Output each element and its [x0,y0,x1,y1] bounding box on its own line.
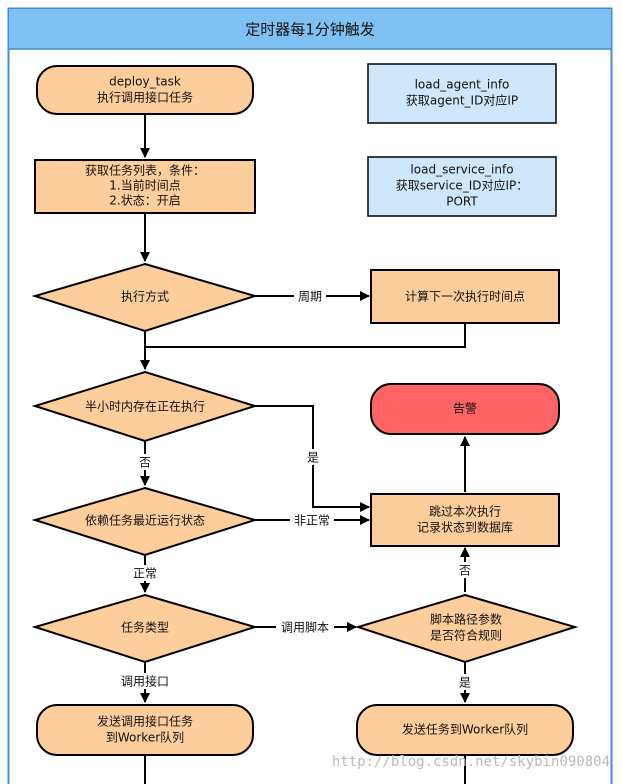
label-dependency-status: 依赖任务最近运行状态 [85,513,205,528]
diagram-title: 定时器每1分钟触发 [245,21,375,39]
node-label-line: 2.状态：开启 [109,194,180,208]
node-dependency-status [31,486,259,557]
node-label-line: 执行方式 [121,289,169,304]
label-calc-next-time: 计算下一次执行时间点 [405,289,525,304]
edge-label-call-script: 调用脚本 [281,620,329,635]
node-label-line: 跳过本次执行 [429,505,501,519]
node-label-line: 计算下一次执行时间点 [405,289,525,304]
node-send-to-worker [356,704,574,756]
label-send-api-task: 发送调用接口任务到Worker队列 [97,714,193,745]
node-skip-and-record [370,493,560,547]
node-label-line: 获取service_ID对应IP： [396,178,529,193]
node-half-hour-running [31,370,259,443]
edge-label-normal: 正常 [133,567,157,581]
edge-calc-return [145,323,466,348]
node-label-line: 发送调用接口任务 [97,714,193,729]
node-load-service-info [367,156,557,217]
label-task-type: 任务类型 [121,620,169,635]
node-label-line: 脚本路径参数 [430,612,502,627]
node-label-line: 记录状态到数据库 [417,520,513,535]
node-label-line: 执行调用接口任务 [97,90,193,105]
label-half-hour-running: 半小时内存在正在执行 [85,400,205,414]
node-label-line: deploy_task [109,75,181,89]
label-exec-mode: 执行方式 [121,289,169,304]
node-label-line: 任务类型 [121,620,169,635]
edge-label-call-api: 调用接口 [121,674,169,689]
swimlane-header [9,9,611,49]
edge-labels: 周期 是 否 非正常 正常 调用脚本 否 调用接口 是 [121,290,471,690]
edge-label-backgrounds [115,288,475,690]
node-label-line: PORT [446,195,478,209]
node-label-line: load_agent_info [415,78,510,92]
edge-label-yes-check: 是 [459,676,471,690]
watermark: http://blog.csdn.net/skybin090804 [332,754,610,770]
edge-label-abnormal: 非正常 [294,514,330,528]
node-label-line: load_service_info [410,163,513,177]
node-label-line: 告警 [453,401,477,416]
node-label-line: 发送任务到Worker队列 [402,722,528,737]
node-label-line: 1.当前时间点 [109,178,180,193]
node-label-line: 是否符合规则 [430,628,502,643]
label-send-to-worker: 发送任务到Worker队列 [402,722,528,737]
node-exec-mode [31,262,259,333]
label-alarm: 告警 [453,401,477,416]
edge-label-yes: 是 [307,451,319,465]
node-label-line: 获取任务列表，条件： [85,163,205,178]
node-deploy-task [36,65,254,115]
edge-label-no-check: 否 [459,564,471,578]
node-task-type [31,593,259,664]
edge-label-periodic: 周期 [298,290,322,304]
nodes [31,63,579,756]
node-get-task-list [34,159,256,214]
node-label-line: 获取agent_ID对应IP [406,93,518,108]
node-script-param-check [354,593,579,664]
edges [140,114,470,784]
node-load-agent-info [367,63,557,124]
node-label-line: 半小时内存在正在执行 [85,400,205,414]
node-calc-next-time [370,269,560,324]
node-send-api-task [36,704,254,756]
node-alarm [370,383,560,435]
node-label-line: 依赖任务最近运行状态 [85,513,205,528]
label-skip-and-record: 跳过本次执行记录状态到数据库 [417,505,513,535]
node-label-line: 到Worker队列 [106,730,184,745]
edge-label-no: 否 [139,456,151,470]
label-script-param-check: 脚本路径参数是否符合规则 [430,612,502,643]
